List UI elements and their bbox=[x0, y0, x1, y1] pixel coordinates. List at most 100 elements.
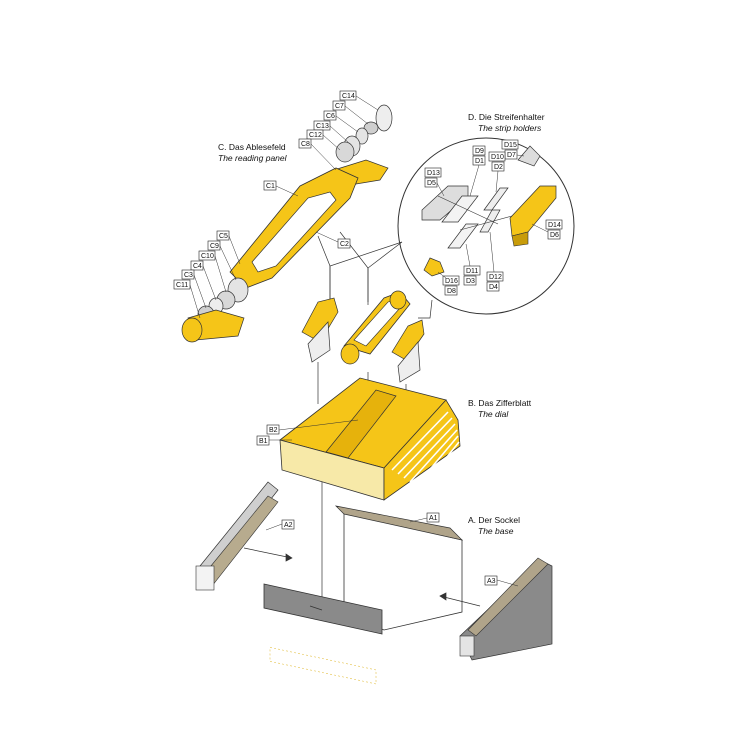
part-label-b2: B2 bbox=[266, 419, 359, 435]
part-label-d9: D9 bbox=[472, 145, 486, 156]
part-label-d1: D1 bbox=[469, 155, 486, 197]
part-label-d11: D11 bbox=[463, 243, 481, 276]
middle-subassembly bbox=[301, 290, 425, 383]
section-caption-strip-holders: D. Die Streifenhalter The strip holders bbox=[468, 112, 545, 133]
svg-text:C3: C3 bbox=[184, 272, 193, 279]
dial-center-slot bbox=[325, 389, 397, 459]
window-knob-top bbox=[389, 290, 407, 310]
reading-panel-assembly bbox=[181, 104, 393, 343]
svg-text:C6: C6 bbox=[326, 113, 335, 120]
part-label-c14: C14 bbox=[339, 90, 379, 111]
dial-assembly bbox=[279, 377, 461, 501]
dial-subtitle: The dial bbox=[478, 409, 509, 419]
part-label-d15: D15 bbox=[501, 139, 519, 150]
strip-holders-title: D. Die Streifenhalter bbox=[468, 112, 545, 122]
part-label-d13: D13 bbox=[424, 167, 442, 178]
strip-holder-parts bbox=[421, 145, 557, 277]
part-label-a3: A3 bbox=[484, 575, 519, 587]
part-label-a1: A1 bbox=[409, 512, 440, 523]
section-caption-dial: B. Das Zifferblatt The dial bbox=[468, 398, 532, 419]
part-label-c7: C7 bbox=[332, 100, 369, 125]
svg-text:C9: C9 bbox=[210, 243, 219, 250]
strip-holders-subtitle: The strip holders bbox=[478, 123, 542, 133]
washer-c6 bbox=[355, 127, 369, 145]
base-assembly-arrows bbox=[243, 547, 481, 611]
section-caption-base: A. Der Sockel The base bbox=[468, 515, 520, 536]
strip-plate-d11 bbox=[447, 223, 479, 249]
part-label-d3: D3 bbox=[463, 275, 477, 286]
svg-text:D10: D10 bbox=[491, 154, 504, 161]
svg-text:D9: D9 bbox=[475, 148, 484, 155]
base-side-a2-foot bbox=[195, 565, 215, 591]
part-label-b1: B1 bbox=[256, 435, 292, 446]
svg-text:C2: C2 bbox=[340, 241, 349, 248]
svg-text:C4: C4 bbox=[193, 263, 202, 270]
part-label-d14: D14 bbox=[545, 219, 563, 230]
strip-plate-d12 bbox=[479, 209, 501, 233]
svg-text:B2: B2 bbox=[269, 427, 278, 434]
svg-text:B1: B1 bbox=[259, 438, 268, 445]
svg-text:A2: A2 bbox=[284, 522, 293, 529]
dial-title: B. Das Zifferblatt bbox=[468, 398, 532, 408]
part-label-d10: D10 bbox=[488, 151, 506, 162]
part-label-c10: C10 bbox=[198, 250, 227, 293]
strip-holder-cap-d7 bbox=[517, 145, 541, 167]
part-label-c1: C1 bbox=[263, 180, 299, 197]
svg-text:D8: D8 bbox=[447, 288, 456, 295]
base-title: A. Der Sockel bbox=[468, 515, 520, 525]
svg-text:D2: D2 bbox=[494, 164, 503, 171]
part-label-d12: D12 bbox=[486, 231, 504, 282]
svg-text:D11: D11 bbox=[466, 268, 478, 275]
part-label-c3: C3 bbox=[181, 269, 207, 309]
strip-plate-d3 bbox=[441, 195, 479, 223]
part-label-d16: D16 bbox=[437, 271, 460, 286]
svg-text:D5: D5 bbox=[427, 180, 436, 187]
base-side-a3-edge bbox=[467, 557, 549, 637]
part-label-c5: C5 bbox=[216, 230, 241, 265]
part-label-c8: C8 bbox=[298, 138, 337, 171]
svg-text:D16: D16 bbox=[445, 278, 458, 285]
svg-text:C5: C5 bbox=[219, 233, 228, 240]
part-label-d4: D4 bbox=[486, 281, 500, 292]
part-label-c6: C6 bbox=[323, 110, 359, 133]
svg-text:D14: D14 bbox=[548, 222, 561, 229]
part-label-c2: C2 bbox=[315, 231, 351, 249]
svg-text:D15: D15 bbox=[504, 142, 517, 149]
svg-text:C10: C10 bbox=[201, 253, 214, 260]
reading-panel-title: C. Das Ablesefeld bbox=[218, 142, 286, 152]
svg-text:D7: D7 bbox=[507, 152, 516, 159]
part-label-c4: C4 bbox=[190, 260, 217, 301]
window-knob-bottom bbox=[340, 343, 360, 365]
svg-text:D13: D13 bbox=[427, 170, 440, 177]
strip-plate-d2 bbox=[483, 187, 509, 211]
dial-curve-stripes bbox=[391, 411, 460, 489]
part-label-a2: A2 bbox=[265, 519, 295, 531]
svg-text:C13: C13 bbox=[316, 123, 329, 130]
base-side-a2 bbox=[199, 481, 279, 575]
disc-c12 bbox=[335, 141, 355, 163]
svg-text:C14: C14 bbox=[342, 93, 355, 100]
front-plate-trim bbox=[269, 647, 377, 685]
svg-text:C8: C8 bbox=[301, 141, 310, 148]
strip-holder-cap-d16 bbox=[423, 257, 445, 277]
knob-c5 bbox=[181, 317, 203, 343]
base-top-rail-a1 bbox=[334, 505, 464, 541]
strip-holder-leaders bbox=[437, 195, 513, 231]
part-label-c9: C9 bbox=[207, 240, 237, 281]
part-label-d2: D2 bbox=[491, 161, 505, 193]
base-assembly bbox=[195, 481, 553, 685]
base-side-a2-edge bbox=[205, 495, 279, 587]
small-plate-right bbox=[397, 341, 421, 383]
part-label-c11: C11 bbox=[173, 279, 201, 319]
section-caption-reading-panel: C. Das Ablesefeld The reading panel bbox=[218, 142, 288, 163]
washer-c7 bbox=[363, 121, 379, 135]
part-label-c12: C12 bbox=[306, 129, 341, 151]
svg-text:A1: A1 bbox=[429, 515, 438, 522]
svg-text:C7: C7 bbox=[335, 103, 344, 110]
svg-text:D12: D12 bbox=[489, 274, 502, 281]
part-labels: C14 C7 C6 C13 C12 C8 C1 C2 C5 C9 C10 C4 … bbox=[173, 90, 563, 587]
part-label-d6: D6 bbox=[531, 223, 561, 240]
svg-text:C1: C1 bbox=[266, 183, 275, 190]
svg-text:D6: D6 bbox=[550, 232, 559, 239]
